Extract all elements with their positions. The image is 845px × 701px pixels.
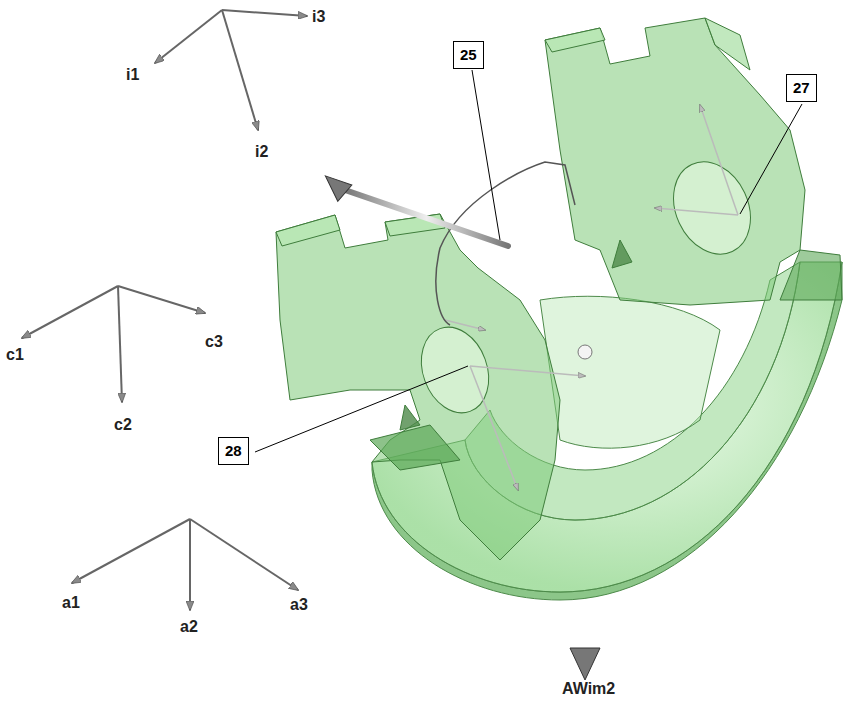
callout-number: 25	[460, 46, 477, 64]
body-frames	[445, 105, 738, 490]
callout-box: 28	[218, 437, 249, 465]
axis-label: i1	[126, 66, 139, 84]
axis-label: a3	[290, 596, 308, 614]
left-clamp	[276, 214, 560, 560]
axis-label: c2	[114, 416, 132, 434]
axis-label: c1	[6, 346, 24, 364]
callout-number: 28	[225, 442, 242, 460]
axis-label: i3	[312, 8, 325, 26]
frame-i	[155, 10, 307, 130]
axis-label: a1	[62, 594, 80, 612]
awim2-vector	[570, 345, 600, 680]
axis-label: c3	[205, 333, 223, 351]
axis-label: AWim2	[562, 680, 615, 698]
frame-c	[22, 286, 205, 402]
callout-box: 25	[453, 41, 484, 69]
axis-arrow	[319, 176, 508, 246]
callout-box: 27	[786, 74, 817, 102]
callout-number: 27	[793, 79, 810, 97]
right-clamp	[545, 18, 842, 305]
axis-label: i2	[255, 143, 268, 161]
frame-a	[72, 519, 298, 610]
axis-label: a2	[180, 618, 198, 636]
leader-lines	[255, 70, 802, 452]
